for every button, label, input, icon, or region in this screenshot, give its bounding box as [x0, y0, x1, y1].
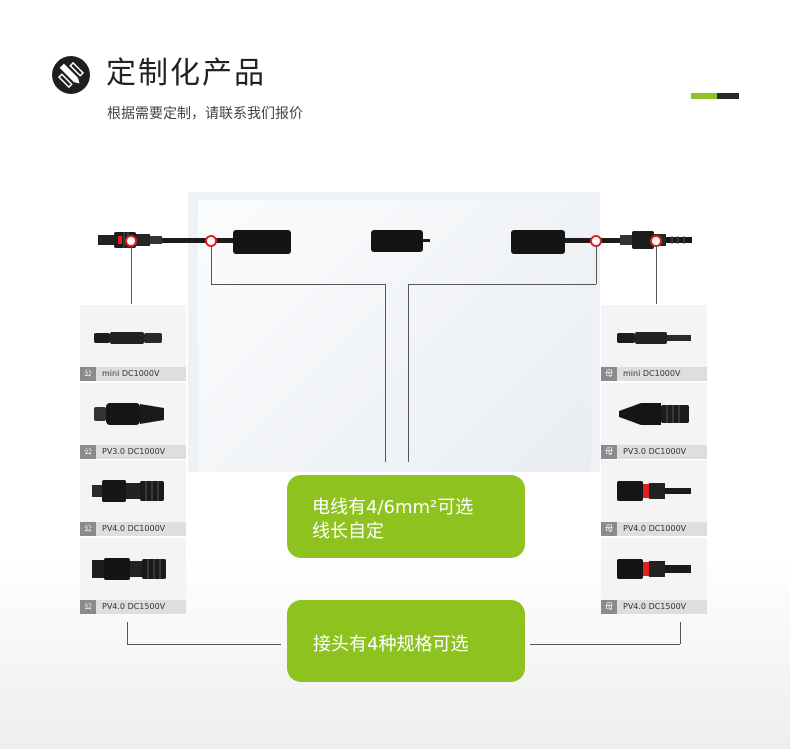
line-right-box-to-callout — [408, 284, 409, 462]
junction-box-left — [233, 230, 291, 254]
connector-spec-label: PV3.0 DC1000V — [623, 447, 687, 456]
connector-spec-label: PV4.0 DC1000V — [623, 524, 687, 533]
cable-left — [150, 238, 238, 243]
accent-bar — [691, 93, 739, 99]
connector-pv4-female-1500-icon — [601, 538, 707, 600]
line-right-box-across — [408, 284, 596, 285]
junction-box-middle — [371, 230, 423, 252]
connector-options-callout: 接头有4种规格可选 — [287, 600, 525, 682]
line-left-box-to-callout — [385, 284, 386, 462]
connector-card-right-1: 母 mini DC1000V — [601, 305, 707, 381]
connector-card-right-2: 母 PV3.0 DC1000V — [601, 383, 707, 459]
connector-gender-tag: 公 — [80, 367, 96, 381]
connector-card-footer: 公 PV3.0 DC1000V — [80, 445, 186, 459]
connector-card-footer: 公 mini DC1000V — [80, 367, 186, 381]
connector-pv3-male-icon — [80, 383, 186, 445]
connector-spec-label: PV4.0 DC1500V — [623, 602, 687, 611]
connector-gender-tag: 母 — [601, 522, 617, 536]
cable-options-callout: 电线有4/6mm²可选 线长自定 — [287, 475, 525, 558]
connector-card-footer: 公 PV4.0 DC1500V — [80, 600, 186, 614]
cable-options-line-2: 线长自定 — [312, 521, 384, 542]
connector-spec-label: PV3.0 DC1000V — [102, 447, 166, 456]
junction-box-middle-stub — [423, 239, 430, 242]
connector-options-text: 接头有4种规格可选 — [313, 634, 469, 655]
connector-card-footer: 母 PV4.0 DC1000V — [601, 522, 707, 536]
line-left-box-down — [211, 246, 212, 284]
connector-pv4-male-icon — [80, 460, 186, 522]
line-right-connector — [656, 246, 657, 304]
page-subtitle: 根据需要定制，请联系我们报价 — [107, 106, 303, 122]
connector-gender-tag: 母 — [601, 600, 617, 614]
connector-pv4-female-icon — [601, 460, 707, 522]
connector-spec-label: PV4.0 DC1500V — [102, 602, 166, 611]
connector-card-footer: 母 PV3.0 DC1000V — [601, 445, 707, 459]
connector-spec-label: PV4.0 DC1000V — [102, 524, 166, 533]
pencil-ruler-icon — [52, 56, 90, 94]
connector-card-left-3: 公 PV4.0 DC1000V — [80, 460, 186, 536]
connector-gender-tag: 公 — [80, 445, 96, 459]
connector-card-left-1: 公 mini DC1000V — [80, 305, 186, 381]
connector-card-right-3: 母 PV4.0 DC1000V — [601, 460, 707, 536]
connector-gender-tag: 母 — [601, 445, 617, 459]
line-left-box-across — [211, 284, 385, 285]
connector-mini-male-icon — [80, 305, 186, 367]
connector-card-right-4: 母 PV4.0 DC1500V — [601, 538, 707, 614]
connector-gender-tag: 母 — [601, 367, 617, 381]
connector-card-footer: 公 PV4.0 DC1000V — [80, 522, 186, 536]
line-left-cards-down — [127, 622, 128, 644]
connector-spec-label: mini DC1000V — [102, 369, 160, 378]
connector-card-footer: 母 PV4.0 DC1500V — [601, 600, 707, 614]
connector-gender-tag: 公 — [80, 522, 96, 536]
line-left-cards-to-callout — [127, 644, 281, 645]
page-title: 定制化产品 — [106, 56, 266, 91]
connector-card-footer: 母 mini DC1000V — [601, 367, 707, 381]
line-right-box-down — [596, 246, 597, 284]
cable-options-line-1: 电线有4/6mm²可选 — [312, 497, 474, 518]
accent-bar-green — [691, 93, 717, 99]
connector-pv4-male-1500-icon — [80, 538, 186, 600]
line-right-cards-to-callout — [530, 644, 680, 645]
junction-box-right — [511, 230, 565, 254]
connector-gender-tag: 公 — [80, 600, 96, 614]
connector-card-left-4: 公 PV4.0 DC1500V — [80, 538, 186, 614]
accent-bar-dark — [717, 93, 739, 99]
connector-pv3-female-icon — [601, 383, 707, 445]
line-right-cards-down — [680, 622, 681, 644]
connector-spec-label: mini DC1000V — [623, 369, 681, 378]
connector-mini-female-icon — [601, 305, 707, 367]
connector-card-left-2: 公 PV3.0 DC1000V — [80, 383, 186, 459]
line-left-connector — [131, 246, 132, 304]
